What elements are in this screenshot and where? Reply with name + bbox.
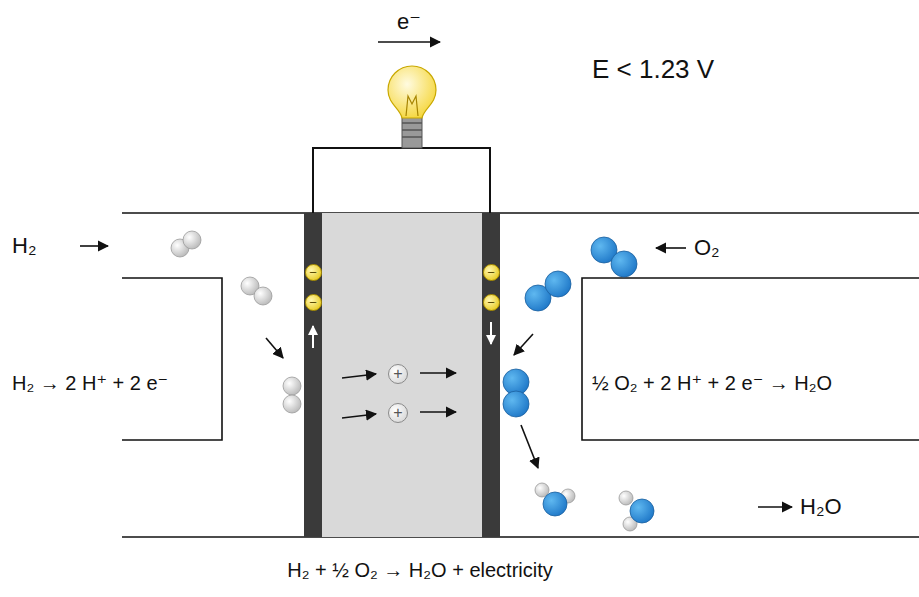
charge-sign: − bbox=[487, 296, 495, 309]
water-molecule bbox=[535, 483, 654, 531]
light-bulb bbox=[388, 66, 436, 148]
proton-ion: + bbox=[388, 403, 408, 423]
electron: − bbox=[483, 294, 500, 311]
electron-label: e⁻ bbox=[395, 9, 423, 34]
hydrogen-molecule bbox=[171, 231, 301, 413]
electrode-current-arrow bbox=[313, 322, 491, 348]
charge-sign: − bbox=[309, 296, 317, 309]
anode bbox=[304, 213, 322, 537]
circuit-wire bbox=[313, 148, 490, 213]
electron: − bbox=[305, 264, 322, 281]
charge-sign: − bbox=[309, 266, 317, 279]
overall-reaction: H₂ + ½ O₂ → H₂O + electricity bbox=[285, 559, 555, 582]
electron: − bbox=[305, 294, 322, 311]
product-label: H₂O bbox=[798, 494, 844, 519]
proton-ion: + bbox=[388, 364, 408, 384]
electron-flow-arrow bbox=[378, 41, 440, 43]
housing-outline bbox=[122, 213, 919, 537]
voltage-label: E < 1.23 V bbox=[590, 55, 716, 85]
gas-label: H₂ bbox=[10, 233, 38, 258]
cathode-reaction: ½ O₂ + 2 H⁺ + 2 e⁻ → H₂O bbox=[590, 372, 834, 395]
anode-reaction: H₂ → 2 H⁺ + 2 e⁻ bbox=[10, 372, 170, 395]
electron: − bbox=[483, 264, 500, 281]
charge-sign: + bbox=[393, 405, 402, 421]
charge-sign: + bbox=[393, 366, 402, 382]
electrolyte bbox=[322, 213, 482, 537]
charge-sign: − bbox=[487, 266, 495, 279]
gas-label: O₂ bbox=[692, 235, 722, 260]
cathode bbox=[482, 213, 500, 537]
